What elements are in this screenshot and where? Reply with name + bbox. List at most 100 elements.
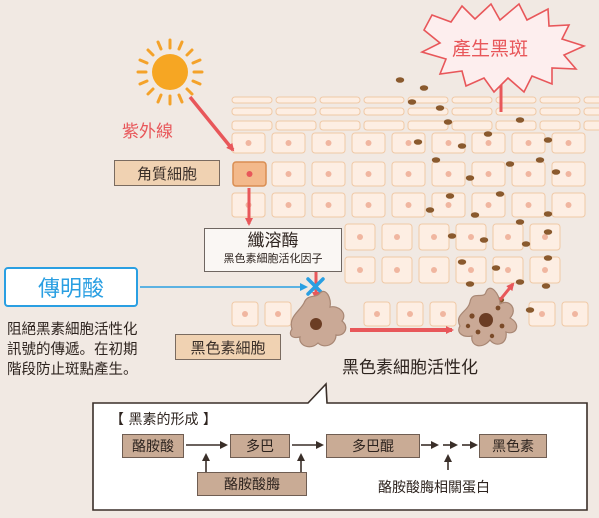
skin-cell (495, 96, 537, 104)
flow-melanin: 黑色素 (479, 434, 547, 458)
flow-dopa: 多巴 (230, 434, 290, 458)
skin-cell (275, 120, 317, 131)
cell-nucleus (468, 234, 474, 240)
cell-nucleus (525, 171, 532, 177)
cell-nucleus (485, 140, 492, 146)
activation-label: 黑色素細胞活性化 (342, 358, 478, 378)
skin-cell (363, 107, 405, 116)
skin-cell (231, 96, 273, 104)
cell-nucleus (407, 311, 413, 317)
cell-nucleus (405, 202, 412, 208)
endothelin-title: 纖溶酶 (247, 231, 299, 251)
cell-nucleus (542, 267, 548, 273)
melanin-granule (457, 259, 467, 265)
transfer-arrow (498, 282, 515, 301)
skin-cell (407, 96, 449, 104)
skin-cell-layer (231, 96, 599, 327)
skin-cell (495, 107, 537, 116)
melanin-granule (465, 175, 475, 181)
cell-nucleus (394, 267, 400, 273)
cell-nucleus (242, 311, 248, 317)
cell-nucleus (431, 267, 437, 273)
melanin-granule (470, 212, 480, 218)
skin-cell (275, 96, 317, 104)
melanin-granules (395, 77, 561, 313)
cell-nucleus (485, 202, 492, 208)
melanin-granule (479, 237, 489, 243)
melanin-granule (515, 219, 525, 225)
cell-nucleus (565, 202, 572, 208)
sun-icon (136, 38, 204, 106)
cell-nucleus (565, 140, 572, 146)
description-line-1: 阻絕黑素細胞活性化 (7, 322, 138, 338)
cell-nucleus (357, 267, 363, 273)
uv-arrow (188, 95, 235, 152)
cell-nucleus (445, 140, 452, 146)
skin-cell (275, 107, 317, 116)
melanin-granule (435, 105, 445, 111)
cell-nucleus (565, 171, 572, 177)
cell-nucleus (505, 267, 511, 273)
cell-nucleus (542, 234, 548, 240)
melanin-granule (525, 307, 535, 313)
flow-tyrosinase: 酪胺酸脢 (197, 472, 307, 496)
cell-nucleus (285, 140, 292, 146)
cell-nucleus (505, 234, 511, 240)
flow-tyrosine: 酪胺酸 (122, 434, 184, 458)
skin-cell (407, 120, 449, 131)
cell-nucleus (572, 311, 578, 317)
cell-nucleus (325, 140, 332, 146)
melanin-granule (515, 279, 525, 285)
cell-nucleus (525, 202, 532, 208)
skin-cell (451, 96, 493, 104)
cell-nucleus (485, 171, 492, 177)
description-line-2: 訊號的傳遞。在初期 (7, 342, 138, 358)
spots-burst-shape (419, 2, 587, 94)
cell-nucleus (365, 171, 372, 177)
melanin-granule (407, 99, 417, 105)
flow-trp-label: 酪胺酸脢相關蛋白 (378, 480, 490, 496)
melanin-granule (541, 283, 551, 289)
skin-cell (451, 120, 493, 131)
cell-nucleus (539, 311, 545, 317)
skin-cell (231, 107, 273, 116)
block-mark-icon (306, 277, 325, 296)
melanocyte-label: 黑色素細胞 (175, 334, 281, 360)
melanin-granule (543, 229, 553, 235)
skin-cell (363, 120, 405, 131)
skin-cell (231, 120, 273, 131)
melanocyte-cell (289, 290, 347, 348)
melanin-granule (425, 207, 435, 213)
description-line-3: 階段防止斑點產生。 (7, 362, 138, 378)
flow-dopaquinone: 多巴醌 (326, 434, 420, 458)
endothelin-subtitle: 黑色素細胞活化因子 (223, 252, 323, 265)
melanin-granule (483, 131, 493, 137)
cell-nucleus (440, 311, 446, 317)
activated-melanocyte-cell (458, 287, 518, 347)
melanin-granule (431, 157, 441, 163)
melanin-granule (491, 265, 501, 271)
cell-nucleus (468, 267, 474, 273)
cell-nucleus (245, 140, 252, 146)
cell-nucleus (394, 234, 400, 240)
cell-nucleus (445, 171, 452, 177)
melanin-granule (521, 241, 531, 247)
cell-nucleus (325, 171, 332, 177)
spots-label: 產生黑斑 (452, 38, 529, 60)
skin-cell (583, 107, 599, 116)
cell-nucleus (275, 311, 281, 317)
keratinocyte-label: 角質細胞 (114, 160, 220, 186)
endothelin-box: 纖溶酶 黑色素細胞活化因子 (204, 228, 342, 272)
melanin-granule (445, 193, 455, 199)
skin-cell (319, 120, 361, 131)
skin-cell (495, 120, 537, 131)
cell-nucleus (525, 140, 532, 146)
cell-nucleus (325, 202, 332, 208)
skin-cell (363, 96, 405, 104)
flow-title: 【 黑素的形成 】 (110, 412, 217, 428)
skin-cell (539, 107, 581, 116)
skin-cell (539, 96, 581, 104)
cell-nucleus (365, 202, 372, 208)
